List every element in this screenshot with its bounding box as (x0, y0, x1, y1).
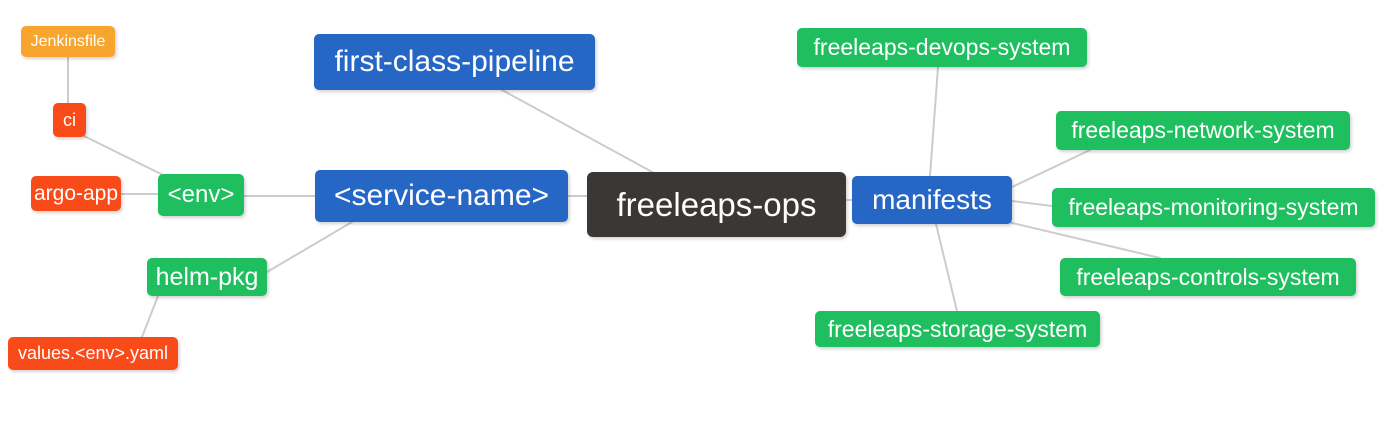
node-service-name[interactable]: <service-name> (315, 170, 568, 222)
edge-manifests-devops (929, 66, 939, 177)
node-freeleaps-monitoring-system[interactable]: freeleaps-monitoring-system (1052, 188, 1375, 227)
edge-manifests-controls (1007, 221, 1161, 259)
edge-ci-env (83, 135, 168, 178)
edge-manifests-monitoring (1011, 200, 1053, 207)
node-first-class-pipeline[interactable]: first-class-pipeline (314, 34, 595, 90)
edge-manifests-storage (935, 223, 958, 312)
node-helm-pkg[interactable]: helm-pkg (147, 258, 267, 296)
edge-service-name-helm-pkg (266, 221, 353, 273)
edge-pipeline-freeleaps-ops (501, 89, 655, 174)
node-freeleaps-network-system[interactable]: freeleaps-network-system (1056, 111, 1350, 150)
node-freeleaps-storage-system[interactable]: freeleaps-storage-system (815, 311, 1100, 347)
node-manifests[interactable]: manifests (852, 176, 1012, 224)
node-jenkinsfile[interactable]: Jenkinsfile (21, 26, 115, 57)
node-values-env-yaml[interactable]: values.<env>.yaml (8, 337, 178, 370)
node-env[interactable]: <env> (158, 174, 244, 216)
node-freeleaps-ops-root[interactable]: freeleaps-ops (587, 172, 846, 237)
node-freeleaps-controls-system[interactable]: freeleaps-controls-system (1060, 258, 1356, 296)
node-ci[interactable]: ci (53, 103, 86, 137)
edge-helm-pkg-values (141, 295, 159, 338)
edge-manifests-network (1011, 149, 1091, 188)
node-argo-app[interactable]: argo-app (31, 176, 121, 211)
node-freeleaps-devops-system[interactable]: freeleaps-devops-system (797, 28, 1087, 67)
